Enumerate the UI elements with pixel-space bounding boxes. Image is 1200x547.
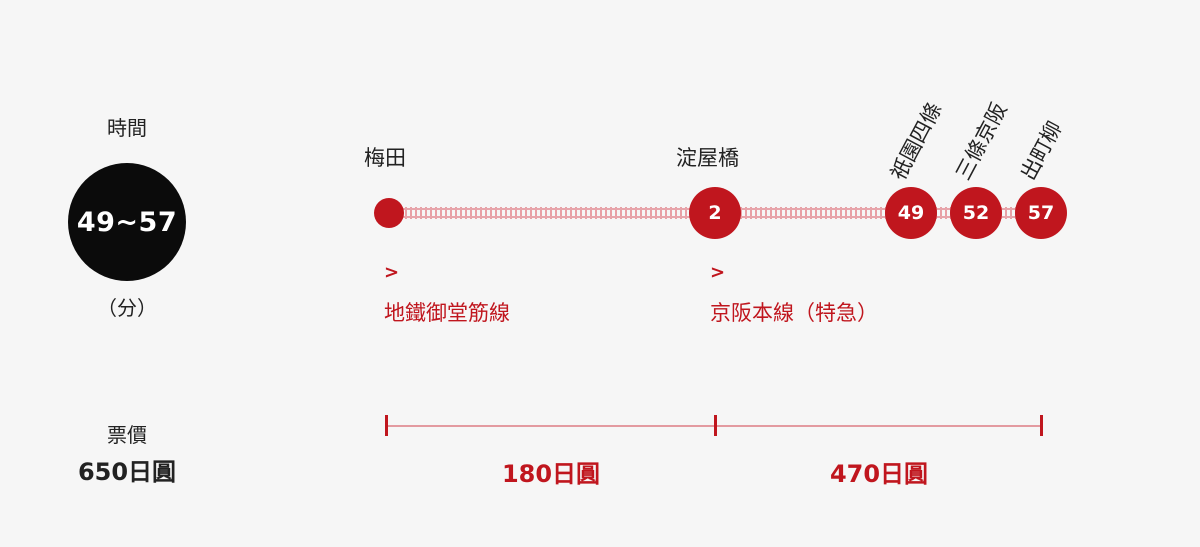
- station-name-gion-shijo: 祇園四條: [886, 98, 947, 185]
- stop-minutes: 2: [708, 202, 722, 224]
- fare-tick: [714, 415, 717, 436]
- fare-segment-1: 180日圓: [501, 460, 601, 488]
- chevron-right-icon: >: [384, 262, 400, 283]
- fare-segment-2: 470日圓: [829, 460, 929, 488]
- line-name-midosuji[interactable]: 地鐵御堂筋線: [384, 301, 510, 325]
- fare-label: 票價: [107, 423, 147, 447]
- fare-total: 650日圓: [77, 458, 177, 486]
- time-value: 49~57: [76, 206, 178, 238]
- station-name-yodoyabashi: 淀屋橋: [676, 146, 739, 170]
- fare-tick: [385, 415, 388, 436]
- time-unit: （分）: [97, 296, 157, 320]
- station-name-sanjo-keihan: 三條京阪: [951, 98, 1012, 185]
- stop-yodoyabashi: 2: [689, 187, 741, 239]
- stop-minutes: 49: [897, 202, 925, 224]
- fare-tick: [1040, 415, 1043, 436]
- line-name-keihan-main[interactable]: 京阪本線（特急）: [710, 301, 878, 325]
- stop-gion-shijo: 49: [885, 187, 937, 239]
- station-name-umeda: 梅田: [364, 146, 406, 170]
- stop-minutes: 52: [962, 202, 990, 224]
- time-value-circle: 49~57: [68, 163, 186, 281]
- station-name-demachiyanagi: 出町柳: [1016, 117, 1067, 185]
- stop-demachiyanagi: 57: [1015, 187, 1067, 239]
- chevron-right-icon: >: [710, 262, 726, 283]
- stop-minutes: 57: [1027, 202, 1055, 224]
- stop-sanjo-keihan: 52: [950, 187, 1002, 239]
- time-label: 時間: [107, 116, 147, 140]
- start-station-dot: [374, 198, 404, 228]
